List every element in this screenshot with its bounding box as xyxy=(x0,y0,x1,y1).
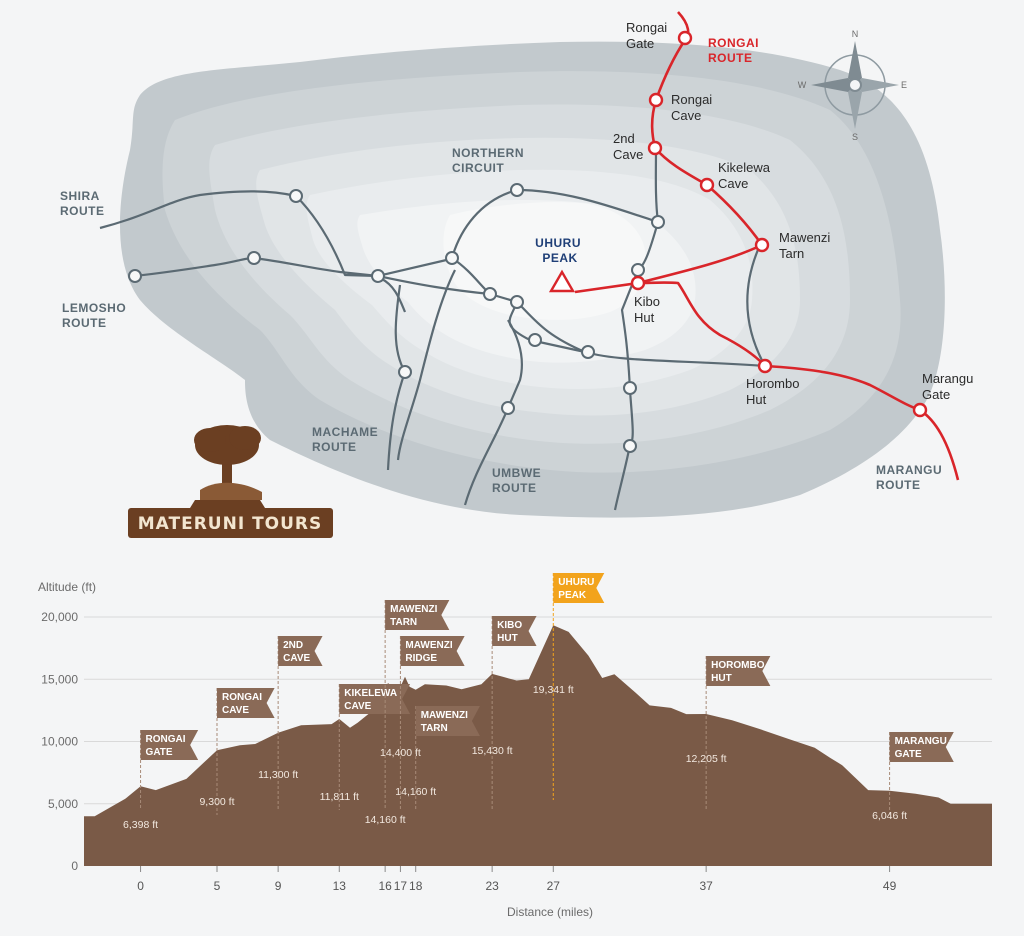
trail-nodes xyxy=(128,183,665,453)
compass-s: S xyxy=(852,132,858,142)
baobab-tree-icon xyxy=(190,425,265,508)
elevation-label: 6,398 ft xyxy=(123,819,158,831)
elevation-label: 12,205 ft xyxy=(686,753,727,765)
logo-text: MATERUNI TOURS xyxy=(138,514,323,534)
x-tick-label: 0 xyxy=(137,879,144,893)
x-tick-label: 23 xyxy=(485,879,499,893)
y-tick-label: 20,000 xyxy=(41,610,78,624)
y-axis-label: Altitude (ft) xyxy=(38,580,96,594)
compass-n: N xyxy=(852,29,859,39)
elevation-label: 14,160 ft xyxy=(365,814,406,826)
uhuru-peak-label: UHURU PEAK xyxy=(535,236,585,265)
x-tick-label: 17 xyxy=(394,879,408,893)
x-tick-label: 9 xyxy=(275,879,282,893)
x-tick-label: 16 xyxy=(378,879,392,893)
x-tick-label: 37 xyxy=(699,879,713,893)
elevation-label: 14,400 ft xyxy=(380,747,421,759)
elevation-label: 15,430 ft xyxy=(472,745,513,757)
y-tick-label: 15,000 xyxy=(41,672,78,686)
elevation-label: 9,300 ft xyxy=(199,796,234,808)
elevation-label: 6,046 ft xyxy=(872,810,907,822)
rongai-route-nodes xyxy=(630,30,928,418)
elevation-label: 19,341 ft xyxy=(533,684,574,696)
materuni-tours-logo: MATERUNI TOURS xyxy=(128,425,333,538)
y-tick-label: 5,000 xyxy=(48,797,78,811)
elevation-label: 11,300 ft xyxy=(258,769,298,781)
x-tick-label: 13 xyxy=(333,879,347,893)
uhuru-peak-marker xyxy=(548,269,576,293)
elevation-label: 11,811 ft xyxy=(320,791,359,803)
y-tick-label: 10,000 xyxy=(41,735,78,749)
x-tick-label: 27 xyxy=(547,879,561,893)
x-axis-label: Distance (miles) xyxy=(507,905,593,919)
elevation-label: 14,160 ft xyxy=(395,786,436,798)
compass-rose-icon: N S E W xyxy=(798,29,907,142)
elevation-labels: 6,398 ft 9,300 ft 11,300 ft 11,811 ft 14,160… xyxy=(123,684,907,831)
compass-w: W xyxy=(798,80,807,90)
x-tick-label: 49 xyxy=(883,879,897,893)
y-tick-label: 0 xyxy=(71,859,78,873)
elevation-area xyxy=(84,625,992,866)
compass-e: E xyxy=(901,80,907,90)
x-tick-label: 5 xyxy=(214,879,221,893)
x-tick-label: 18 xyxy=(409,879,423,893)
